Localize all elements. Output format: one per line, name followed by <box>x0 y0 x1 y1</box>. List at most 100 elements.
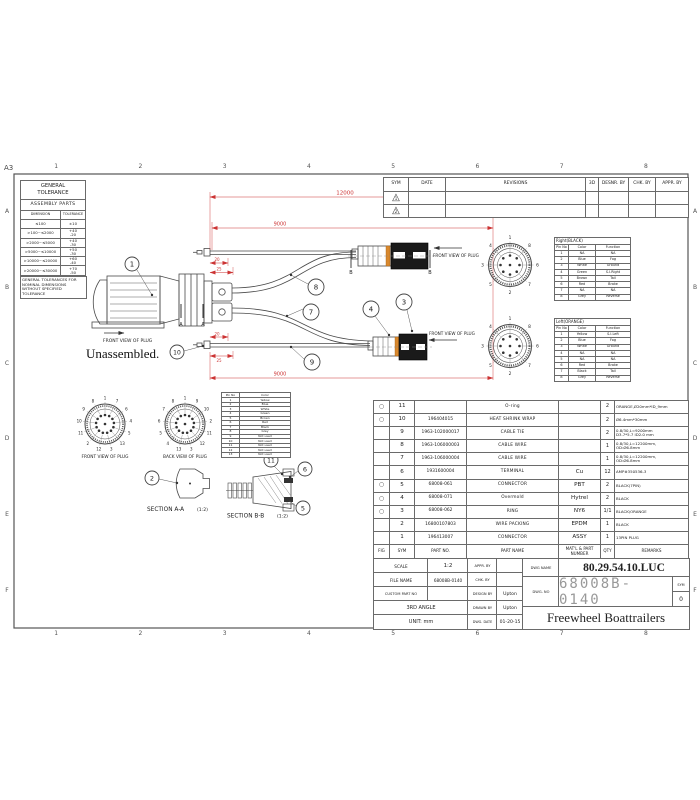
zone-label: 8 <box>643 630 648 637</box>
column-header: DIMENSION <box>20 210 61 220</box>
pin-number-label: 4 <box>166 441 169 446</box>
column-header: CHK. BY <box>628 177 656 192</box>
table-cell: Not used <box>239 451 291 458</box>
table-cell <box>558 426 601 441</box>
section-aa-cut-marks: A A <box>179 304 205 328</box>
table-cell: BLACK(7PIN) <box>614 478 689 493</box>
section-mark-b: B <box>428 270 432 276</box>
zone-label: 7 <box>559 630 564 637</box>
pin-number-label: 3 <box>481 263 484 269</box>
pin-dot <box>103 422 107 426</box>
pin-number-label: 9 <box>196 398 199 403</box>
pin-leader-line <box>170 432 178 441</box>
table-cell: AMP#350536-3 <box>614 465 689 480</box>
table-cell: 2 <box>600 399 615 415</box>
pin-leader-line <box>174 404 181 415</box>
table-cell: >5000~≤10000 <box>20 246 61 258</box>
table-cell <box>373 426 390 441</box>
zone-label: 3 <box>222 630 227 637</box>
zone-label: 5 <box>391 163 396 170</box>
balloon-2: 2 <box>144 470 179 486</box>
zone-label: E <box>693 511 697 519</box>
front-view-caption: FRONT VIEW OF PLUG <box>429 331 475 336</box>
table-cell: 2 <box>600 491 615 506</box>
section-bb: SECTION B-B (1:2) <box>226 468 295 520</box>
table-cell: CABLE TIE <box>466 426 559 441</box>
balloon-4: 4 <box>362 300 391 337</box>
column-header: SYM <box>389 544 415 559</box>
balloon-8: 8 <box>289 273 325 296</box>
pin-dot <box>515 256 519 260</box>
pin-leader-line <box>164 427 175 432</box>
table-cell: 8 <box>554 293 569 301</box>
table-cell: 5 <box>389 478 415 493</box>
table-cell <box>373 530 390 546</box>
zone-label: A <box>692 208 698 216</box>
balloon-number: 8 <box>314 284 318 292</box>
balloon-number: 1 <box>130 261 134 269</box>
pin-dot <box>179 414 183 418</box>
table-cell: 2 <box>600 413 615 428</box>
pin-dot <box>183 422 187 426</box>
balloon-number: 11 <box>267 458 275 465</box>
orange-ring <box>394 336 400 357</box>
table-cell: ○ <box>373 399 390 415</box>
table-cell <box>558 452 601 467</box>
table-cell: PBT <box>558 478 601 493</box>
table-cell: >2000~≤5000 <box>20 237 61 248</box>
pin-number-label: 6 <box>158 418 161 423</box>
section-bb-scale: (1:2) <box>277 514 288 520</box>
pin-dot <box>499 263 502 267</box>
table-cell: 68008-071 <box>414 491 467 506</box>
pin-number-label: 3 <box>481 344 484 350</box>
pin-dot <box>508 263 512 267</box>
pin-number-label: 9 <box>82 407 85 412</box>
table-cell: Grey <box>568 374 596 382</box>
table-cell: 1963-102000017 <box>414 426 467 441</box>
table-cell: Hytrel <box>558 491 601 506</box>
table-cell <box>558 399 601 415</box>
bom-header-row: FIG SYM PART NO. PART NAME MAT'L & PART … <box>373 544 689 559</box>
table-cell: +60 -40 <box>60 256 86 267</box>
table-cell: ○ <box>373 504 390 519</box>
title-block-left: SCALE 1:2 APPR. BY FILE NAME 68008B-0140… <box>373 558 524 630</box>
zone-label: 7 <box>559 163 564 170</box>
pin-leader-line <box>99 434 103 446</box>
zone-label: E <box>5 511 9 519</box>
column-header: MAT'L & PART NUMBER <box>558 544 601 559</box>
zone-label: 2 <box>138 163 143 170</box>
pin-number-label: 1 <box>509 316 512 322</box>
table-cell: 1 <box>389 530 415 546</box>
table-cell: +40 -20 <box>60 228 86 239</box>
table-cell: +40 -30 <box>60 237 86 248</box>
dim-branch-top: 9000 <box>274 222 287 228</box>
column-header: QTY <box>600 544 615 559</box>
table-cell: NY6 <box>558 504 601 519</box>
pin-number-label: 5 <box>159 431 162 436</box>
table-cell: CABLE WIRE <box>466 452 559 467</box>
pin-dot <box>112 421 116 425</box>
table-cell: Cu <box>558 465 601 480</box>
table-row: >2000~≤5000+40 -30 <box>20 237 86 248</box>
section-mark-a: A <box>179 322 183 328</box>
table-cell: BLACK\ORANGE <box>614 504 689 519</box>
pin-number-label: 3 <box>190 447 193 452</box>
pin-leader-line <box>115 421 127 423</box>
pin-leader-line <box>493 248 503 258</box>
tolerance-table: GENERAL TOLERANCE ASSEMBLY PARTS DIMENSI… <box>20 180 86 286</box>
pin-dot <box>508 273 512 276</box>
section-bb-caption: SECTION B-B <box>227 514 264 520</box>
table-cell: 13PIN PLUG <box>614 530 689 546</box>
cable-runs <box>193 248 371 349</box>
table-cell: CONNECTOR <box>466 478 559 493</box>
table-cell: O-ring <box>466 399 559 415</box>
